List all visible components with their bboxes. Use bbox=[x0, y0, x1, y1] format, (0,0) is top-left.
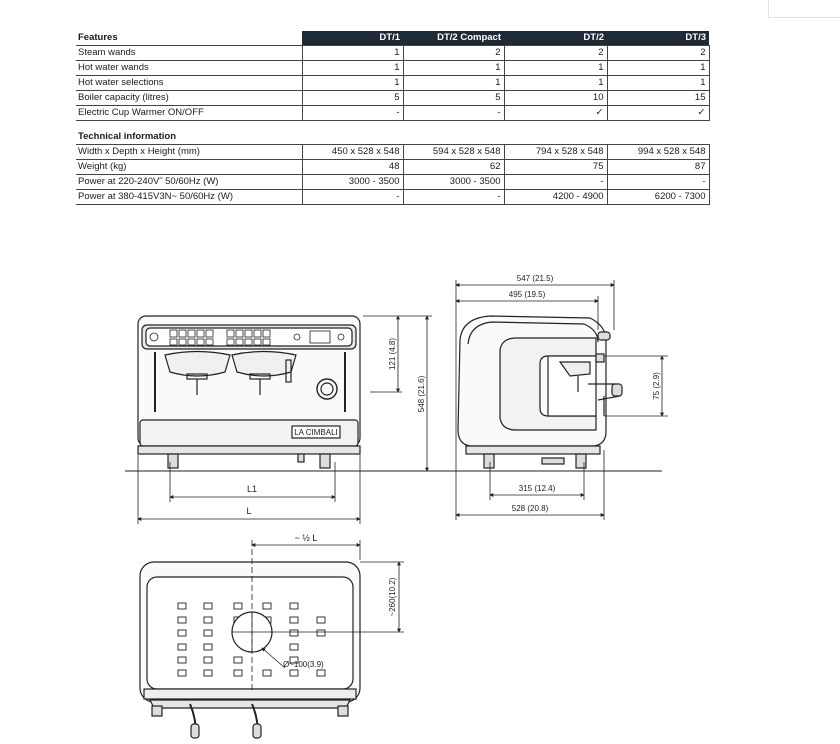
cell-value: 794 x 528 x 548 bbox=[504, 144, 608, 160]
cell-value: 4200 - 4900 bbox=[504, 189, 608, 205]
front-height-label: 548 (21.6) bbox=[417, 375, 426, 412]
row-label: Power at 220-240V˜ 50/60Hz (W) bbox=[76, 174, 302, 190]
cell-value: 6200 - 7300 bbox=[607, 189, 710, 205]
half-length-label: ~ ½ L bbox=[295, 533, 318, 543]
front-height-dimension bbox=[363, 315, 432, 472]
cell-value: 1 bbox=[301, 60, 404, 76]
brand-logo: LA CIMBALI bbox=[294, 428, 338, 437]
table-row: Power at 220-240V˜ 50/60Hz (W)3000 - 350… bbox=[76, 174, 710, 190]
row-label: Power at 380-415V3N~ 50/60Hz (W) bbox=[76, 189, 302, 205]
l1-label: L1 bbox=[247, 484, 257, 494]
front-view-drawing: LA CIMBALI bbox=[137, 315, 361, 469]
top-dimensions bbox=[251, 540, 404, 690]
top-depth-label: ~260(10.2) bbox=[388, 577, 397, 616]
column-header-dt3: DT/3 bbox=[607, 31, 709, 46]
tech-title: Technical information bbox=[78, 131, 177, 142]
technical-information-table: Technical information Width x Depth x He… bbox=[76, 130, 710, 205]
cell-value: ✓ bbox=[607, 105, 710, 121]
cell-value: 594 x 528 x 548 bbox=[403, 144, 505, 160]
row-label: Steam wands bbox=[76, 45, 302, 61]
cell-value: 75 bbox=[504, 159, 608, 175]
row-label: Boiler capacity (litres) bbox=[76, 90, 302, 106]
front-upper-height-label: 121 (4.8) bbox=[388, 338, 397, 370]
side-overall-depth-label: 547 (21.5) bbox=[517, 274, 554, 283]
cell-value: ✓ bbox=[504, 105, 608, 121]
hole-diameter-label: Ø~100(3.9) bbox=[283, 660, 324, 669]
features-title: Features bbox=[78, 32, 118, 43]
cell-value: - bbox=[301, 105, 404, 121]
side-body-depth-label: 495 (19.5) bbox=[509, 290, 546, 299]
table-row: Width x Depth x Height (mm)450 x 528 x 5… bbox=[76, 144, 710, 160]
cell-value: 450 x 528 x 548 bbox=[301, 144, 404, 160]
front-width-dimensions bbox=[137, 455, 361, 524]
cell-value: - bbox=[403, 105, 505, 121]
cell-value: - bbox=[504, 174, 608, 190]
side-dimensions bbox=[455, 280, 668, 520]
row-label: Hot water wands bbox=[76, 60, 302, 76]
column-header-dt2: DT/2 bbox=[504, 31, 607, 46]
features-table: Features DT/1 DT/2 Compact DT/2 DT/3 Ste… bbox=[76, 31, 710, 121]
cell-value: 1 bbox=[607, 60, 710, 76]
cell-value: - bbox=[607, 174, 710, 190]
table-row: Electric Cup Warmer ON/OFF--✓✓ bbox=[76, 105, 710, 121]
top-view-drawing bbox=[139, 561, 361, 739]
cell-value: 994 x 528 x 548 bbox=[607, 144, 710, 160]
cell-value: 1 bbox=[504, 60, 608, 76]
cell-value: 2 bbox=[607, 45, 710, 61]
cell-value: - bbox=[301, 189, 404, 205]
cell-value: 1 bbox=[607, 75, 710, 91]
page-corner-box bbox=[768, 0, 840, 18]
cell-value: 87 bbox=[607, 159, 710, 175]
table-row: Power at 380-415V3N~ 50/60Hz (W)--4200 -… bbox=[76, 189, 710, 205]
cell-value: 2 bbox=[403, 45, 505, 61]
side-base-depth-label: 528 (20.8) bbox=[512, 504, 549, 513]
cell-value: 1 bbox=[301, 75, 404, 91]
cell-value: 62 bbox=[403, 159, 505, 175]
cell-value: 3000 - 3500 bbox=[301, 174, 404, 190]
row-label: Weight (kg) bbox=[76, 159, 302, 175]
cell-value: 10 bbox=[504, 90, 608, 106]
cell-value: 3000 - 3500 bbox=[403, 174, 505, 190]
cell-value: 1 bbox=[403, 75, 505, 91]
side-view-drawing bbox=[457, 315, 623, 469]
row-label: Electric Cup Warmer ON/OFF bbox=[76, 105, 302, 121]
cell-value: 1 bbox=[504, 75, 608, 91]
features-header-row: Features DT/1 DT/2 Compact DT/2 DT/3 bbox=[76, 31, 709, 46]
cell-value: - bbox=[403, 189, 505, 205]
row-label: Width x Depth x Height (mm) bbox=[76, 144, 302, 160]
cell-value: 5 bbox=[403, 90, 505, 106]
cell-value: 2 bbox=[504, 45, 608, 61]
cup-height-label: 75 (2.9) bbox=[652, 372, 661, 400]
row-label: Hot water selections bbox=[76, 75, 302, 91]
tech-header-row: Technical information bbox=[76, 130, 709, 145]
l-label: L bbox=[246, 506, 251, 516]
side-foot-distance-label: 315 (12.4) bbox=[519, 484, 556, 493]
cell-value: 48 bbox=[301, 159, 404, 175]
cell-value: 5 bbox=[301, 90, 404, 106]
column-header-dt2-compact: DT/2 Compact bbox=[403, 31, 504, 46]
column-header-dt1: DT/1 bbox=[302, 31, 403, 46]
cell-value: 15 bbox=[607, 90, 710, 106]
cell-value: 1 bbox=[403, 60, 505, 76]
cell-value: 1 bbox=[301, 45, 404, 61]
